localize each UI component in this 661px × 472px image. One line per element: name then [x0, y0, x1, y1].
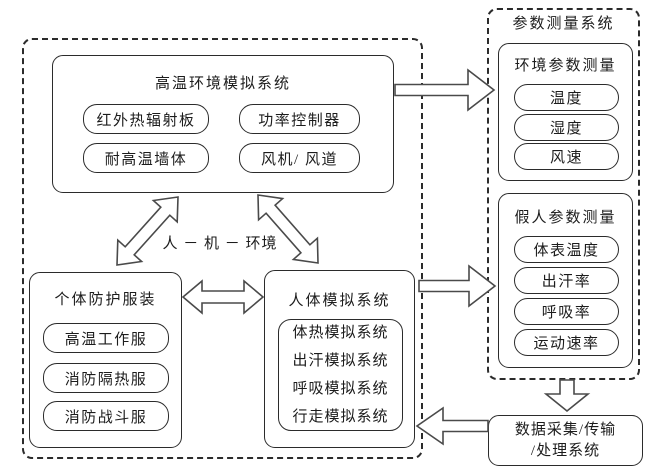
man-machine-environment-panel	[22, 38, 423, 459]
sweat-sim-label: 出汗模拟系统	[292, 353, 389, 369]
movement-rate-node: 运动速率	[514, 329, 619, 356]
body-heat-sim-label: 体热模拟系统	[292, 325, 389, 341]
parameter-measurement-title: 参数测量系统	[512, 16, 615, 32]
protective-clothing-box: 个体防护服装 高温工作服 消防隔热服 消防战斗服	[29, 272, 182, 448]
walking-sim-label: 行走模拟系统	[292, 409, 389, 425]
protective-clothing-title: 个体防护服装	[54, 292, 157, 308]
env-parameter-measure-title: 环境参数测量	[514, 58, 617, 74]
env-simulation-system-box: 高温环境模拟系统 红外热辐射板 功率控制器 耐高温墙体 风机/ 风道	[52, 55, 394, 193]
temperature-node: 温度	[514, 84, 619, 111]
humidity-node: 湿度	[514, 114, 619, 141]
manikin-parameter-measure-title: 假人参数测量	[514, 210, 617, 226]
arrow-human-sim-to-manikin-measure-icon	[418, 264, 497, 308]
breath-sim-label: 呼吸模拟系统	[292, 381, 389, 397]
infrared-radiant-panel-node: 红外热辐射板	[83, 104, 209, 134]
data-acquisition-line2: /处理系统	[530, 442, 601, 459]
fire-combat-suit-node: 消防战斗服	[43, 401, 169, 431]
fan-duct-node: 风机/ 风道	[239, 143, 360, 173]
breath-rate-node: 呼吸率	[514, 298, 619, 325]
env-simulation-system-title: 高温环境模拟系统	[154, 76, 291, 92]
wind-speed-node: 风速	[514, 143, 619, 170]
manikin-parameter-measure-box: 假人参数测量 体表温度 出汗率 呼吸率 运动速率	[498, 193, 633, 368]
parameter-measurement-panel	[487, 8, 640, 380]
fire-insulation-suit-node: 消防隔热服	[43, 363, 169, 393]
env-parameter-measure-box: 环境参数测量 温度 湿度 风速	[498, 43, 633, 181]
man-machine-environment-label: 人 － 机 － 环境	[162, 236, 278, 252]
skin-temperature-node: 体表温度	[514, 236, 619, 263]
human-simulation-system-box: 人体模拟系统 体热模拟系统 出汗模拟系统 呼吸模拟系统 行走模拟系统	[264, 270, 415, 448]
human-simulation-system-title: 人体模拟系统	[288, 293, 391, 309]
high-temp-work-suit-node: 高温工作服	[43, 323, 169, 353]
human-simulation-subsystems-box: 体热模拟系统 出汗模拟系统 呼吸模拟系统 行走模拟系统	[278, 319, 403, 431]
arrow-data-system-to-human-sim-icon	[415, 406, 489, 446]
heat-resistant-wall-node: 耐高温墙体	[83, 143, 209, 173]
power-controller-node: 功率控制器	[239, 104, 360, 134]
data-acquisition-system-box: 数据采集/传输 /处理系统	[488, 415, 643, 466]
sweat-rate-node: 出汗率	[514, 267, 619, 294]
data-acquisition-line1: 数据采集/传输	[514, 421, 617, 438]
arrow-measure-to-data-system-icon	[543, 379, 591, 413]
